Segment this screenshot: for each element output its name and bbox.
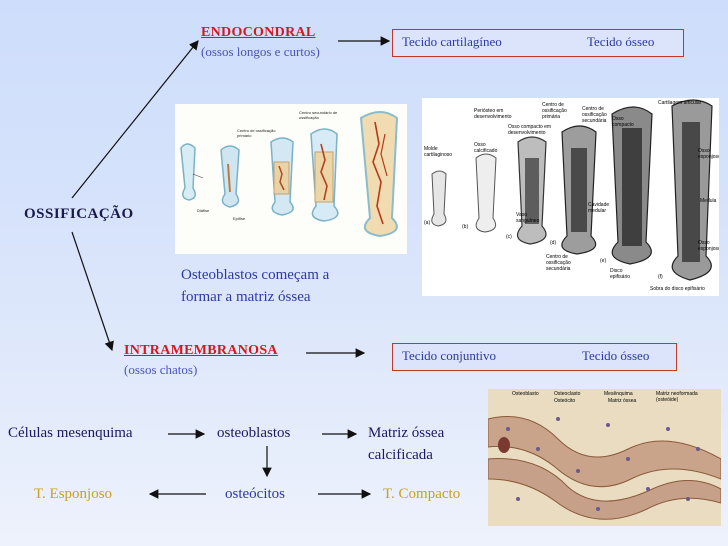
intramembranosa-to-tissue: Tecido ósseo — [582, 348, 650, 363]
label-secondary-center: Centro secundário de ossificação — [299, 110, 338, 120]
endocondral-from-tissue: Tecido cartilagíneo — [402, 34, 502, 49]
flow-esponjoso: T. Esponjoso — [34, 486, 113, 502]
label-mesenquima: Mesênquima — [604, 391, 633, 397]
endochondral-figure-right: Molde cartilaginoso Periósteo em desenvo… — [422, 98, 719, 296]
label-molde: Molde cartilaginoso — [424, 146, 453, 158]
label-matriz-ossea: Matriz óssea — [608, 398, 637, 404]
panel-c-label: (c) — [506, 234, 512, 240]
label-sobra: Sobra do disco epifisário — [650, 286, 705, 292]
flow-celulas: Células mesenquima — [8, 425, 133, 441]
endocondral-title: ENDOCONDRAL — [201, 25, 316, 40]
panel-b-label: (b) — [462, 224, 469, 230]
label-primary-center: Centro de ossificação primário — [237, 128, 276, 138]
panel-d-label: (d) — [550, 240, 557, 246]
bone-stages-illustration — [431, 99, 713, 281]
flow-matriz-line2: calcificada — [368, 447, 433, 463]
bone-growth-illustration — [180, 111, 399, 238]
endocondral-subtitle: (ossos longos e curtos) — [201, 44, 320, 59]
label-disco: Disco epifisário — [610, 268, 631, 280]
label-osteoclasto: Osteoclasto — [554, 391, 581, 397]
intramembranosa-title: INTRAMEMBRANOSA — [124, 343, 278, 358]
flow-osteoblastos: osteoblastos — [217, 425, 291, 441]
main-title: OSSIFICAÇÃO — [24, 206, 134, 222]
endocondral-tissue-box: Tecido cartilagíneo Tecido ósseo — [392, 29, 684, 57]
label-osso-compacto-dev: Osso compacto em desenvolvimento — [508, 124, 552, 136]
label-osteocito: Osteócito — [554, 398, 576, 404]
osteoblast-note-line2: formar a matriz óssea — [181, 289, 311, 305]
label-osso-calcificado: Osso calcificado — [474, 142, 498, 154]
label-centro-primario: Centro de ossificação primária — [542, 102, 567, 120]
label-diaphysis: Diáfise — [197, 208, 210, 213]
flow-compacto: T. Compacto — [383, 486, 461, 502]
panel-f-label: (f) — [658, 274, 663, 280]
label-osso-esponjoso: Osso esponjoso — [698, 148, 719, 160]
label-vaso: Vaso sanguíneo — [516, 212, 540, 224]
intramembranosa-subtitle: (ossos chatos) — [124, 362, 198, 377]
intramembranosa-from-tissue: Tecido conjuntivo — [402, 348, 497, 363]
label-medula: Medula — [700, 198, 717, 204]
intramembranous-figure: Osteoblasto Osteoclasto Mesênquima Matri… — [488, 389, 721, 526]
label-osso-esp-2: Osso esponjoso — [698, 240, 719, 252]
panel-e-label: (e) — [600, 258, 607, 264]
flow-matriz-line1: Matriz óssea — [368, 425, 445, 441]
label-centro-sec-2: Centro de ossificação secundária — [546, 254, 571, 272]
panel-a-label: (a) — [424, 220, 431, 226]
label-periosteo: Periósteo em desenvolvimento — [474, 108, 512, 120]
label-centro-secundario: Centro de ossificação secundária — [582, 106, 607, 124]
label-cartilagem-articular: Cartilagem articular — [658, 100, 702, 106]
flow-osteocitos: osteócitos — [225, 486, 285, 502]
label-osteoblasto: Osteoblasto — [512, 391, 539, 397]
histology-illustration — [488, 416, 721, 520]
intramembranosa-tissue-box: Tecido conjuntivo Tecido ósseo — [392, 343, 677, 371]
endocondral-to-tissue: Tecido ósseo — [587, 34, 655, 49]
osteoblast-note-line1: Osteoblastos começam a — [181, 267, 330, 283]
label-osso-compacto: Osso compacto — [612, 116, 634, 128]
label-epiphysis: Epífise — [233, 216, 246, 221]
label-cavidade: Cavidade medular — [588, 202, 610, 214]
label-matriz-neoformada: Matriz neoformada (osteóide) — [656, 391, 698, 403]
endochondral-figure-left: Centro de ossificação primário Centro se… — [175, 104, 407, 254]
